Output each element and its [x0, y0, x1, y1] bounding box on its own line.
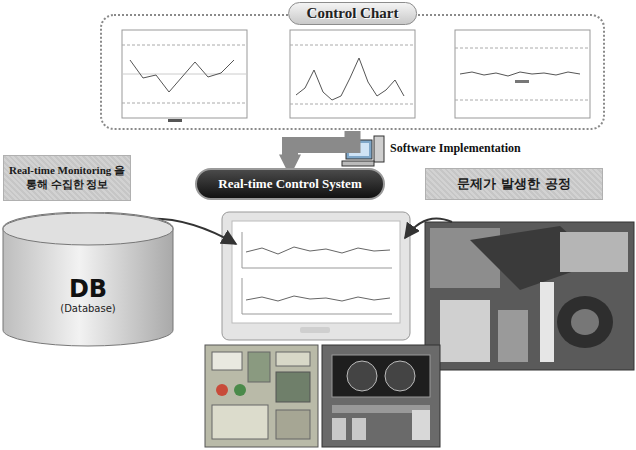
control-panel — [234, 384, 246, 396]
process-photo — [560, 232, 628, 272]
monitor-screen — [246, 247, 390, 254]
control-panel — [276, 372, 310, 402]
process-photo — [425, 222, 634, 370]
computer-icon — [374, 136, 384, 162]
control-chart-plot — [168, 119, 182, 122]
process-photo — [540, 282, 554, 362]
info-box: 문제가 발생한 공정 — [425, 168, 603, 200]
node-heading: 문제가 발생한 공정 — [457, 175, 570, 193]
control-chart-plot — [122, 103, 247, 104]
computer-icon — [342, 161, 374, 166]
monitor-screen — [222, 212, 410, 340]
node-heading: DB — [69, 275, 107, 303]
control-chart-plot — [290, 30, 415, 118]
control-chart-plot — [290, 45, 415, 46]
control-chart-plot — [455, 30, 590, 118]
control-chart-plot — [296, 58, 404, 100]
info-box: Real-time Monitoring 을 통해 수집한 정보 — [3, 155, 131, 201]
monitor-screen — [242, 268, 392, 269]
control-panel — [276, 352, 310, 366]
control-chart-plot — [130, 60, 234, 92]
control-chart-plot — [122, 30, 247, 122]
control-panel — [385, 361, 415, 391]
flow-curve — [405, 218, 452, 238]
monitor-screen — [242, 314, 392, 315]
control-panel — [347, 361, 377, 391]
control-chart-plot — [290, 104, 415, 105]
control-panel — [205, 345, 318, 447]
control-chart-plot — [460, 72, 580, 76]
control-panel — [352, 418, 366, 440]
control-panel — [412, 410, 430, 440]
flow-arrow — [290, 131, 353, 159]
process-photo — [571, 309, 599, 335]
process-photo — [440, 300, 490, 362]
monitor-screen — [242, 278, 243, 314]
control-panel — [332, 355, 430, 397]
node-heading: Real-time Control System — [218, 176, 361, 192]
process-photo — [425, 222, 634, 370]
annotation-label: Software Implementation — [390, 141, 521, 156]
control-chart-plot — [455, 30, 590, 118]
cylinder-top — [3, 213, 173, 245]
control-chart-plot — [122, 45, 247, 46]
cylinder-body — [3, 212, 173, 346]
monitor-screen — [300, 327, 330, 333]
control-chart-plot — [290, 30, 415, 118]
node-subtext: (Database) — [60, 303, 116, 314]
control-chart-plot — [515, 80, 529, 83]
control-panel — [276, 410, 310, 439]
control-panel — [248, 352, 270, 382]
system-banner: Real-time Control System — [195, 168, 385, 200]
control-panel — [322, 345, 440, 447]
chart-group: Control Chart — [100, 14, 605, 130]
control-panel — [212, 405, 268, 439]
database-cylinder: DB(Database) — [2, 212, 174, 347]
control-panel — [212, 352, 242, 370]
control-panel — [322, 345, 440, 447]
monitor-screen — [222, 212, 410, 340]
control-chart-plot — [455, 48, 590, 49]
process-photo — [557, 296, 613, 348]
monitor-screen — [242, 232, 243, 268]
control-panel — [216, 384, 228, 396]
control-chart-plot — [455, 100, 590, 101]
monitor-screen — [232, 221, 400, 323]
control-panel — [205, 345, 318, 447]
monitor-screen — [246, 296, 390, 301]
control-panel — [332, 418, 346, 440]
node-heading: Real-time Monitoring 을 통해 수집한 정보 — [8, 164, 126, 192]
process-photo — [498, 310, 528, 362]
control-chart-plot — [122, 30, 247, 118]
node-heading: Control Chart — [288, 2, 418, 25]
